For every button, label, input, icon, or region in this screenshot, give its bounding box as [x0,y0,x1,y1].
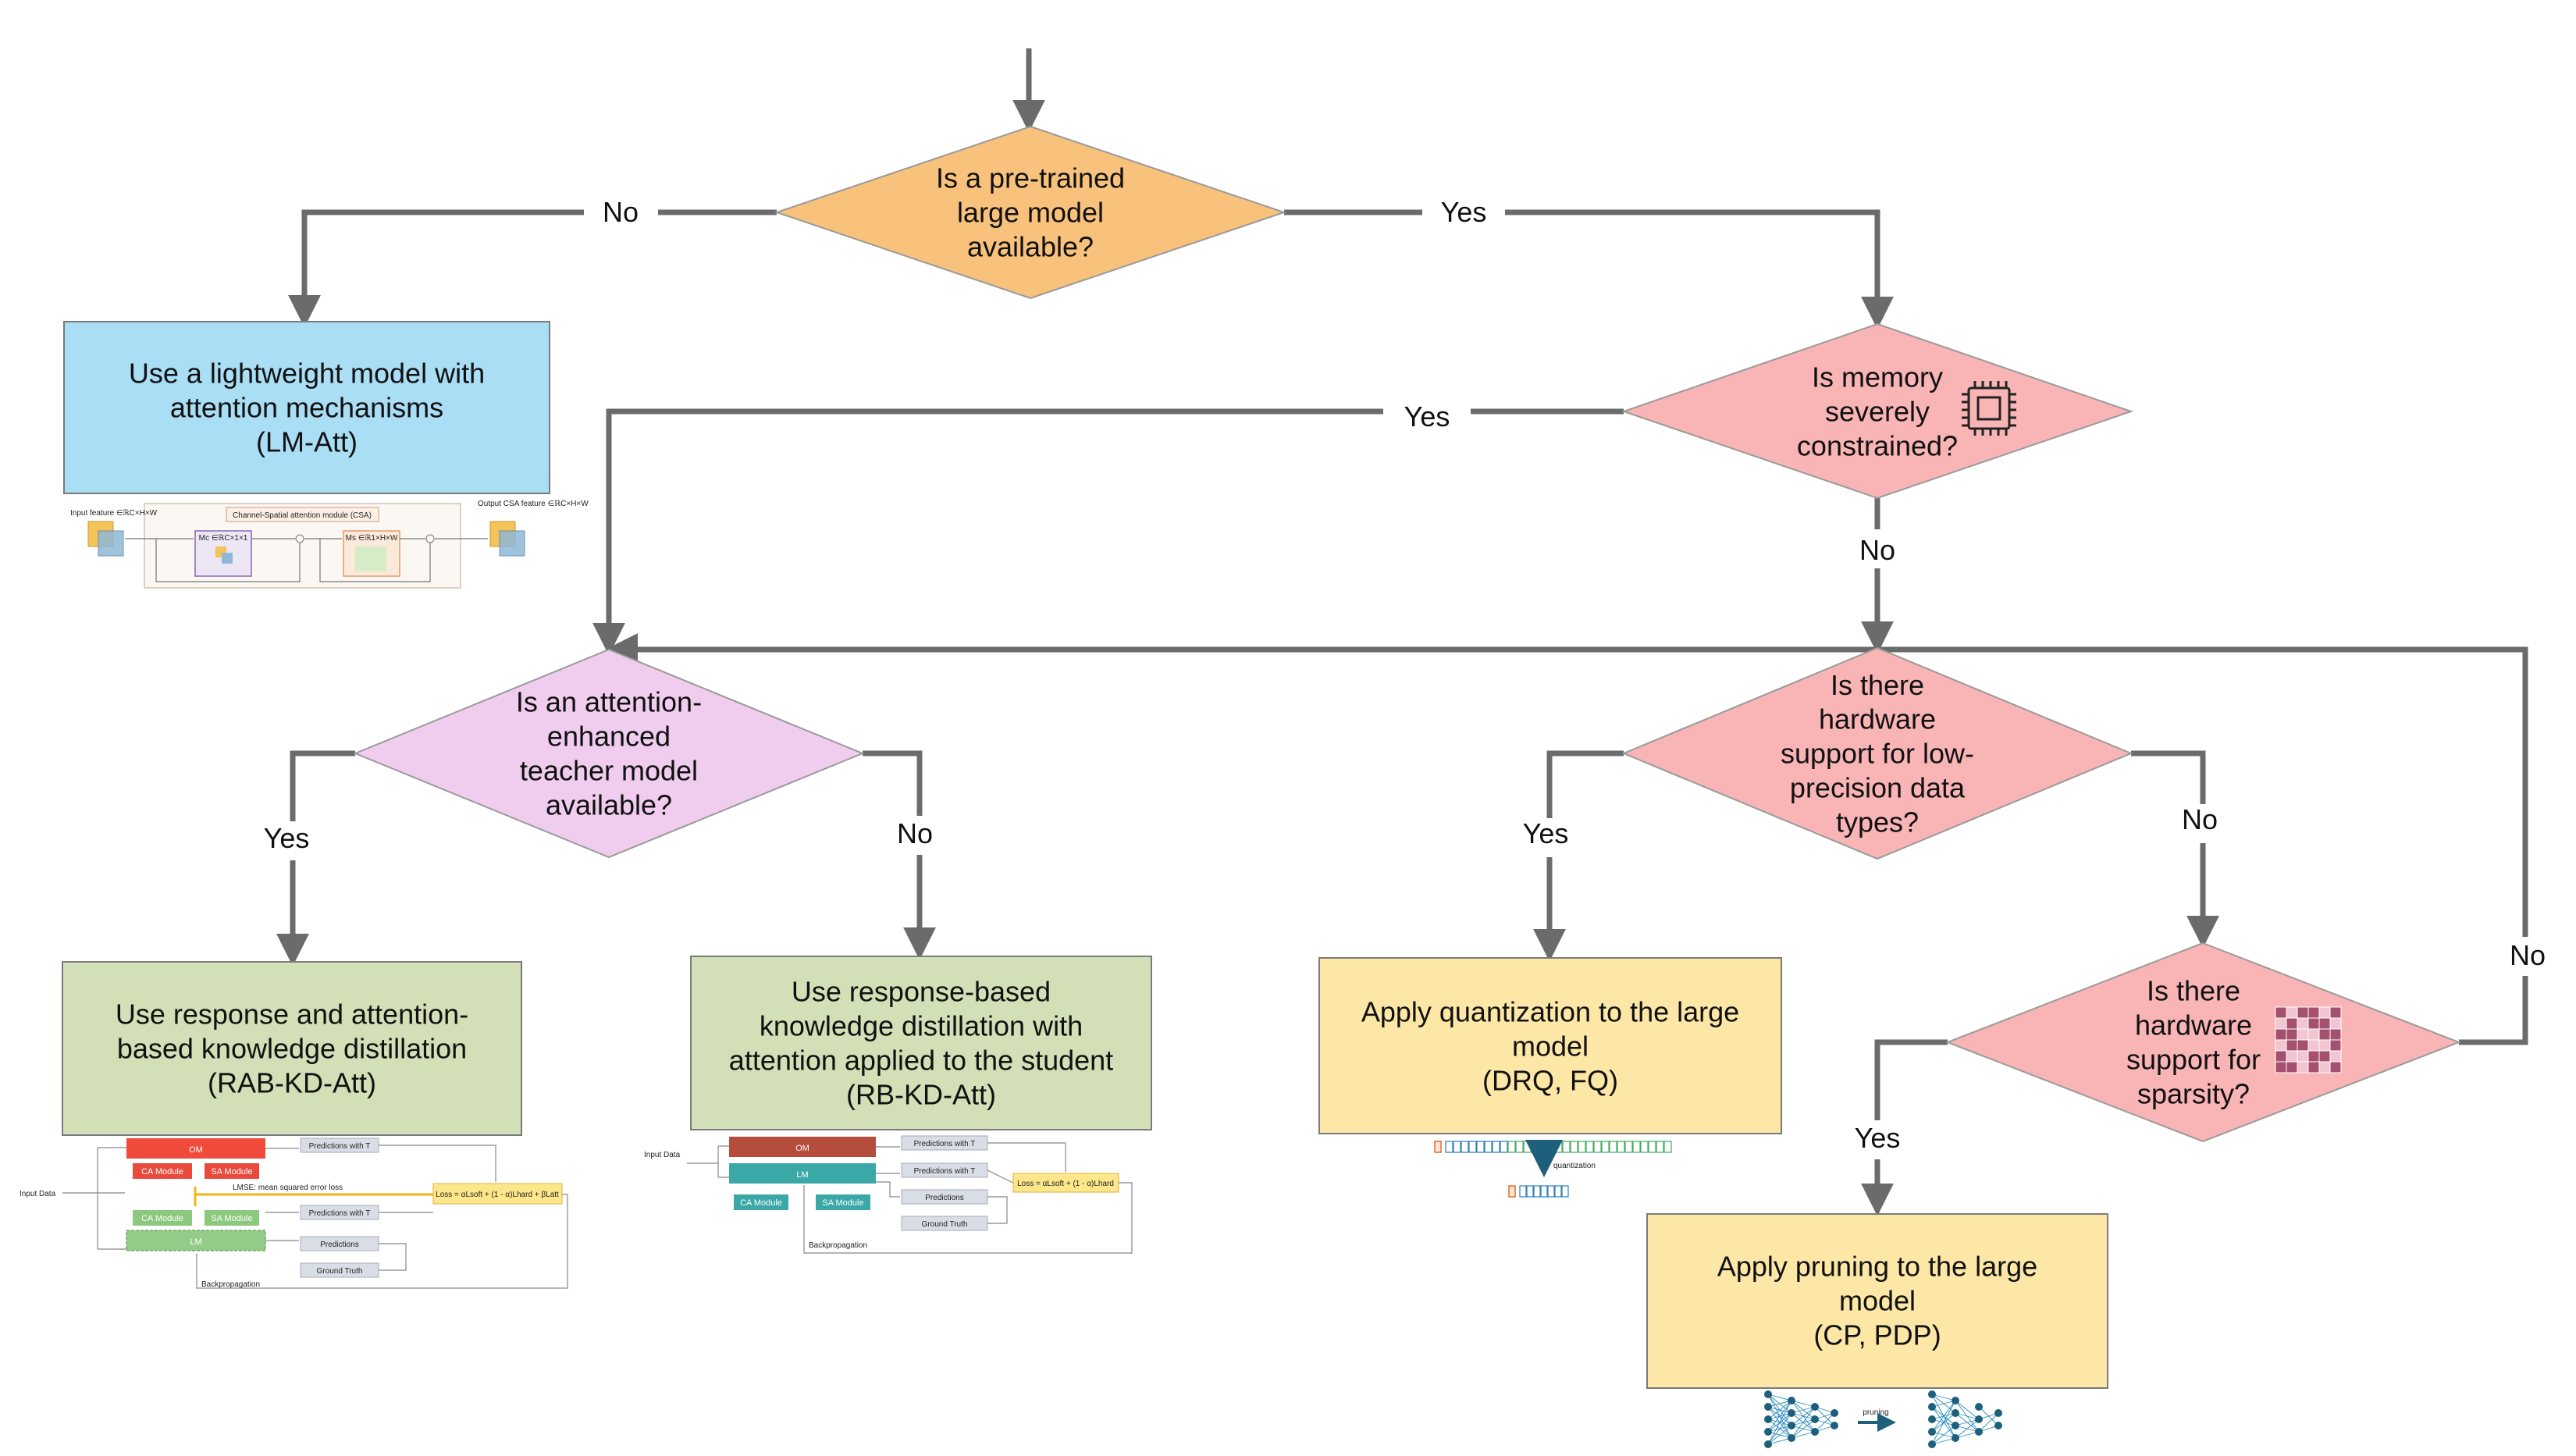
rab-om-label: OM [189,1145,203,1155]
edge-lowprec-yes [1533,750,1624,962]
nn-before-icon [1764,1390,1838,1448]
csa-input-label: Input feature ∈ℝC×H×W [70,509,158,518]
edge-root-yes [1284,209,1894,329]
rab-lm-label: LM [190,1237,201,1247]
rab-ca2-label: CA Module [141,1214,183,1223]
rab-mse-label: LMSE: mean squared error loss [233,1184,343,1192]
pruning-label: pruning [1863,1408,1888,1417]
edge-label-memory-no: No [1859,534,1895,566]
rab-sa1-label: SA Module [211,1167,252,1177]
edge-root-no [288,209,777,328]
rab-loss-label: Loss = αLsoft + (1 - α)Lhard + βLatt [436,1191,559,1199]
edge-label-root-no: No [603,196,639,228]
edge-teacher-yes [276,750,355,967]
rab-sa2-label: SA Module [211,1214,252,1223]
rb-sa-label: SA Module [822,1198,863,1208]
csa-sa-label: Ms ∈ℝ1×H×W [346,534,398,543]
memory-chip-icon [1962,381,2016,436]
edge-label-teacher-yes: Yes [264,822,310,854]
edge-teacher-no [863,750,936,960]
rb-loss-label: Loss = αLsoft + (1 - α)Lhard [1017,1180,1114,1188]
rab-pred-label: Predictions [320,1241,358,1249]
sparsity-grid-icon [2275,1006,2342,1073]
rab-ca1-label: CA Module [141,1167,183,1177]
edge-label-memory-yes: Yes [1404,400,1450,433]
box-rab-label: Use response and attention-based knowled… [116,999,468,1099]
quant-bits-bottom [1519,1185,1569,1198]
rb-gt-label: Ground Truth [922,1220,968,1229]
csa-ca-label: Mc ∈ℝC×1×1 [199,534,248,543]
rab-input-label: Input Data [20,1190,56,1198]
pruning-figure: pruning [1764,1390,2002,1448]
rb-input-label: Input Data [644,1151,681,1159]
rb-kd-figure: Input Data OM LM CA Module SA Module Pre… [644,1135,1133,1254]
edge-label-sparsity-yes: Yes [1855,1122,1901,1154]
edge-label-lowprec-yes: Yes [1523,817,1569,849]
rb-ca-label: CA Module [740,1198,782,1208]
csa-module-title: Channel-Spatial attention module (CSA) [233,511,372,520]
edge-label-sparsity-no: No [2510,939,2546,971]
rb-pred-t1-label: Predictions with T [914,1140,976,1148]
rb-bp-label: Backpropagation [809,1241,867,1250]
edge-lowprec-no [2131,750,2219,949]
rb-om-label: OM [795,1144,809,1153]
rab-kd-figure: Input Data OM CA Module SA Module LMSE: … [20,1137,568,1289]
nn-after-icon [1928,1390,2002,1448]
edge-label-teacher-no: No [897,817,933,849]
edge-sparsity-no [605,633,2528,1045]
rb-lm-label: LM [796,1170,808,1180]
quantization-figure: quantization [1434,1140,1672,1198]
csa-output-label: Output CSA feature ∈ℝC×H×W [478,500,589,508]
quant-bits-top [1445,1141,1672,1153]
rab-bp-label: Backpropagation [201,1280,260,1289]
edge-label-root-yes: Yes [1441,196,1487,228]
edge-memory-yes [592,408,1624,656]
quantization-label: quantization [1553,1162,1596,1170]
rb-pred-t2-label: Predictions with T [914,1167,976,1176]
box-rab: Use response and attention-based knowled… [62,961,522,1136]
rab-gt-label: Ground Truth [317,1267,363,1276]
edge-labels: No Yes Yes No Yes No Yes No Yes No [248,193,2560,1159]
rab-pred-t1-label: Predictions with T [309,1142,371,1151]
csa-module-figure: Channel-Spatial attention module (CSA) I… [70,500,589,589]
edge-label-lowprec-no: No [2182,803,2218,835]
rab-pred-t2-label: Predictions with T [309,1209,371,1218]
rb-pred-label: Predictions [925,1194,963,1202]
